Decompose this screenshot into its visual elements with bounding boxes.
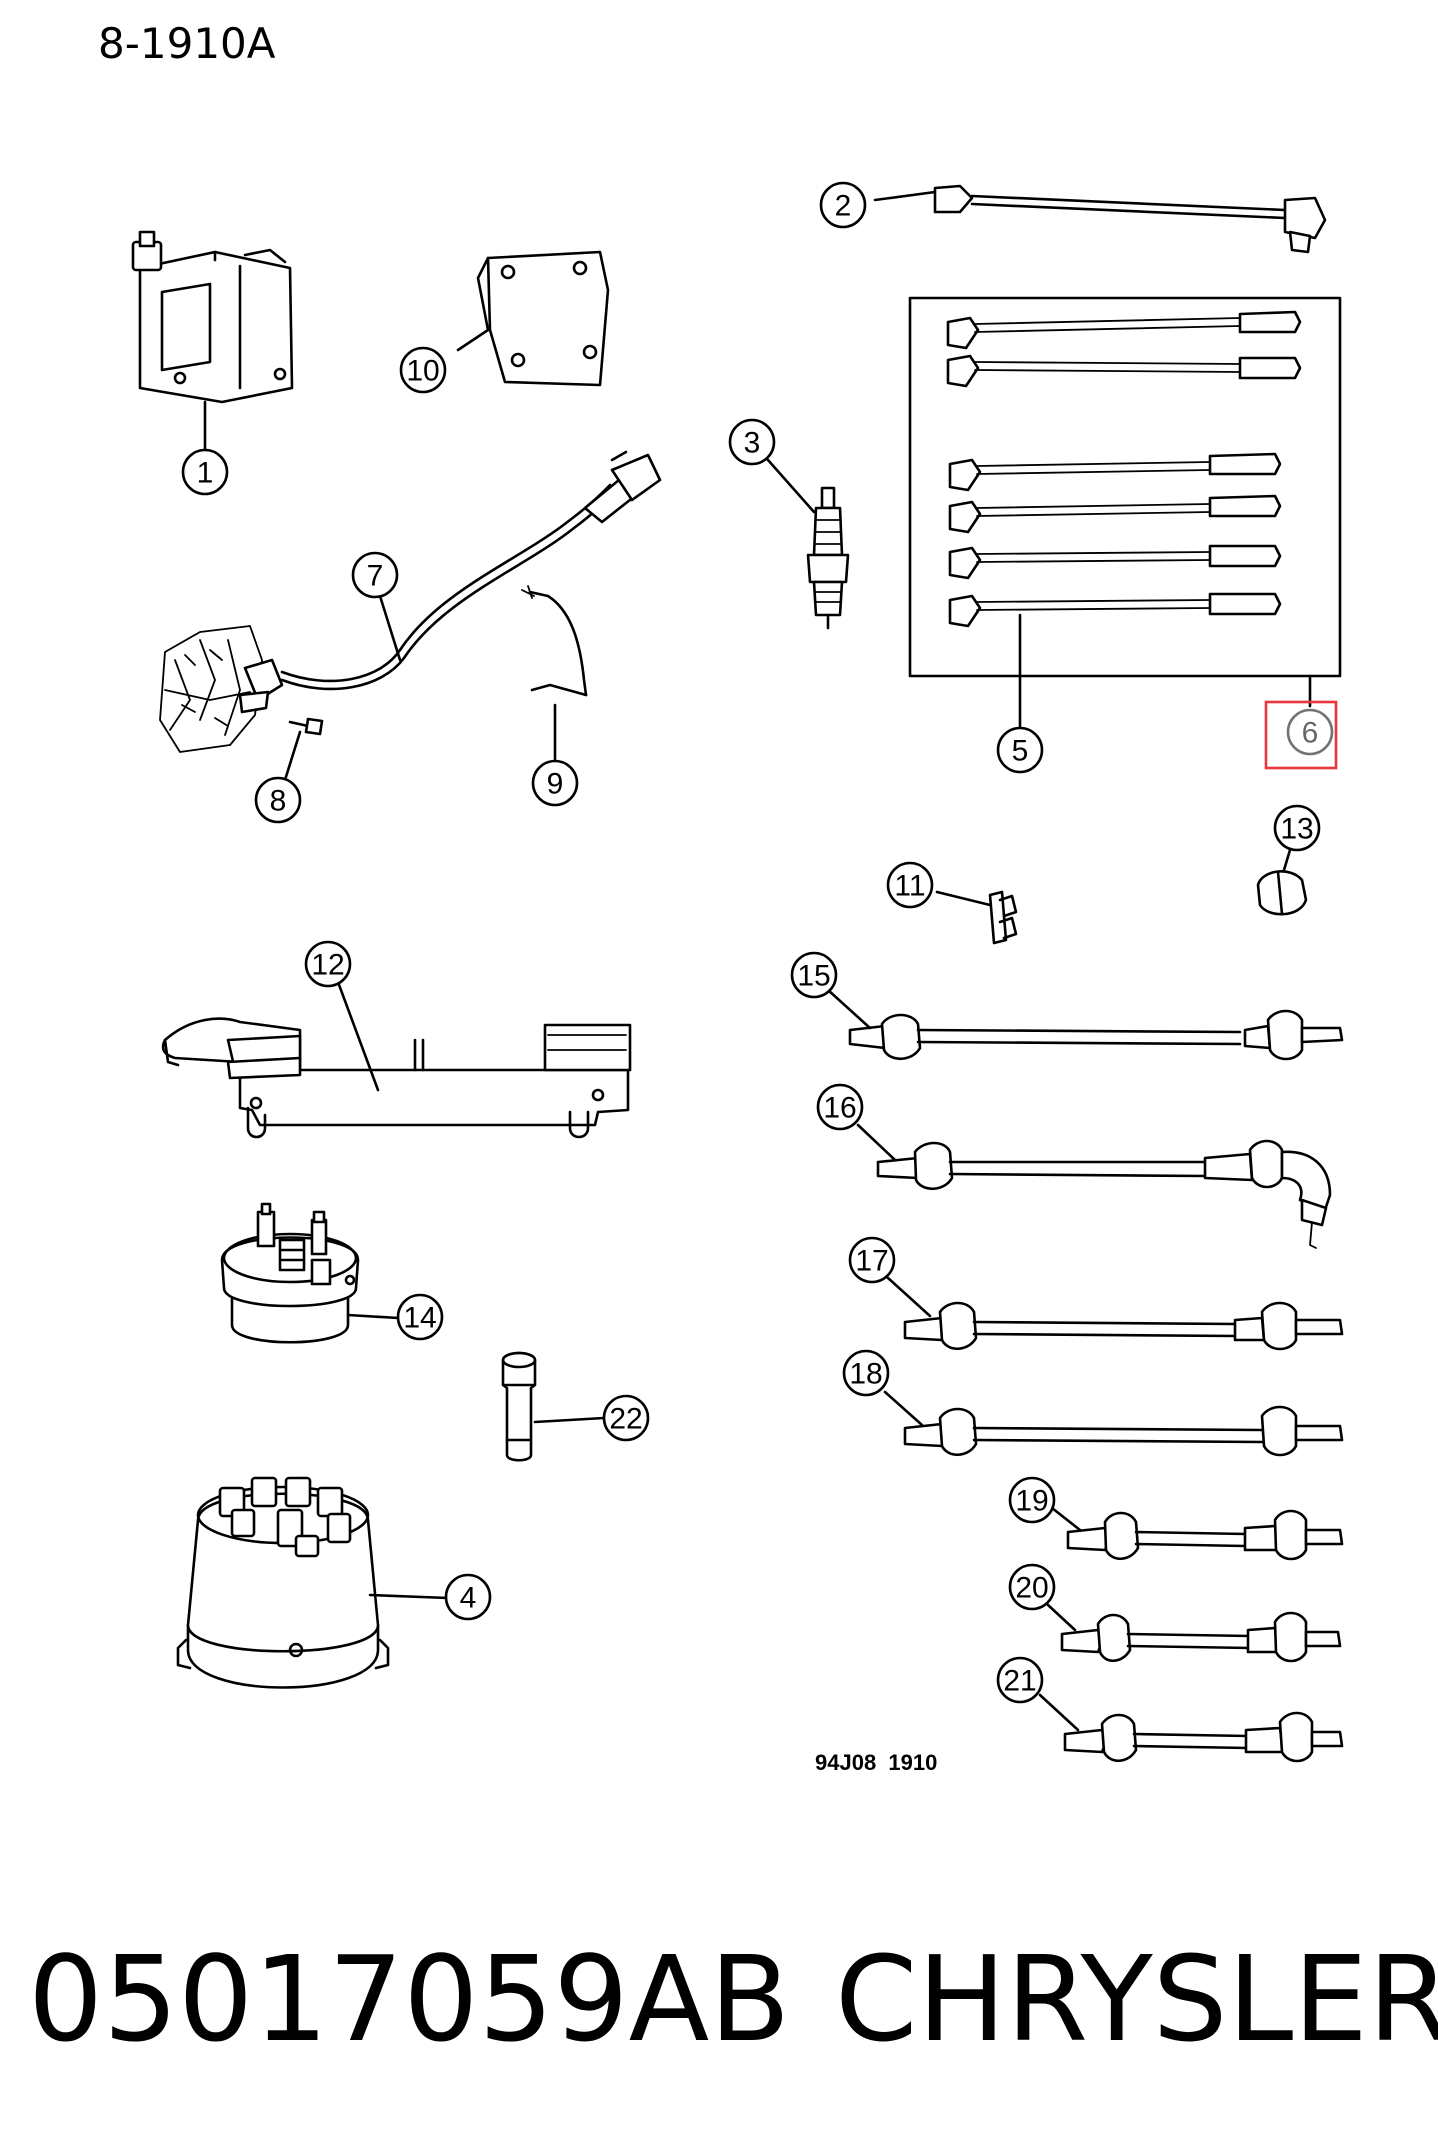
screw-drawing: [283, 717, 324, 782]
diagram-code: 8-1910A: [98, 19, 276, 68]
distributor-shield-drawing: [161, 980, 632, 1139]
spark-plug-drawing: [766, 458, 850, 630]
lead-17-drawing: [886, 1276, 1344, 1351]
callout-17-label: 17: [855, 1245, 888, 1278]
callout-11-label: 11: [894, 870, 925, 903]
callout-3[interactable]: 3: [728, 418, 776, 466]
coil-bracket-drawing: [456, 250, 610, 387]
brand-name: CHRYSLER: [835, 1930, 1438, 2068]
pickup-sensor-drawing: [159, 450, 662, 753]
callout-13-label: 13: [1280, 813, 1313, 846]
callout-7-label: 7: [367, 560, 384, 593]
callout-14[interactable]: 14: [396, 1293, 444, 1341]
callout-12-label: 12: [311, 949, 344, 982]
callout-15[interactable]: 15: [790, 951, 838, 999]
callout-16[interactable]: 16: [816, 1083, 864, 1131]
callout-1-label: 1: [197, 457, 214, 490]
callout-2-label: 2: [835, 190, 852, 223]
callout-17[interactable]: 17: [848, 1236, 896, 1284]
lead-21-drawing: [1038, 1693, 1344, 1763]
callout-20[interactable]: 20: [1008, 1563, 1056, 1611]
callout-19-label: 19: [1015, 1485, 1048, 1518]
lead-20-drawing: [1046, 1603, 1342, 1663]
callout-18-label: 18: [849, 1358, 882, 1391]
lead-15-drawing: [826, 988, 1344, 1061]
ignition-wire-set-drawing: [908, 296, 1342, 732]
ground-wire-drawing: [521, 585, 588, 764]
ignition-coil-drawing: [131, 230, 294, 454]
callout-21-label: 21: [1003, 1665, 1036, 1698]
callout-4-label: 4: [460, 1582, 477, 1615]
callout-9[interactable]: 9: [531, 759, 579, 807]
callout-19[interactable]: 19: [1008, 1476, 1056, 1524]
callout-4[interactable]: 4: [444, 1573, 492, 1621]
callout-1[interactable]: 1: [181, 448, 229, 496]
coil-wire-drawing: [873, 184, 1327, 254]
callout-15-label: 15: [797, 960, 830, 993]
callout-11[interactable]: 11: [886, 861, 934, 909]
callout-8[interactable]: 8: [254, 776, 302, 824]
callout-14-label: 14: [403, 1302, 436, 1335]
lead-16-drawing: [856, 1123, 1332, 1249]
spark-plug-boot-drawing: [1256, 848, 1308, 916]
callout-10-label: 10: [406, 355, 439, 388]
callout-12[interactable]: 12: [304, 940, 352, 988]
callout-13[interactable]: 13: [1273, 804, 1321, 852]
callout-7[interactable]: 7: [351, 551, 399, 599]
callout-22[interactable]: 22: [602, 1394, 650, 1442]
callout-8-label: 8: [270, 785, 287, 818]
lead-19-drawing: [1050, 1506, 1344, 1561]
callout-6[interactable]: 6: [1286, 708, 1334, 756]
callout-5[interactable]: 5: [996, 726, 1044, 774]
callout-16-label: 16: [823, 1092, 856, 1125]
distributor-cap-drawing: [176, 1476, 450, 1689]
figure-code: 94J08 1910: [815, 1750, 937, 1775]
connector-sleeve-drawing: [501, 1351, 606, 1462]
callout-21[interactable]: 21: [996, 1656, 1044, 1704]
callout-6-label: 6: [1302, 717, 1319, 750]
callout-6-highlight: [1264, 700, 1338, 770]
callout-20-label: 20: [1015, 1572, 1048, 1605]
part-number: 05017059AB: [28, 1930, 790, 2068]
callout-2[interactable]: 2: [819, 181, 867, 229]
small-distributor-cap-drawing: [220, 1202, 400, 1344]
wire-clip-drawing: [935, 890, 1018, 945]
callout-10[interactable]: 10: [399, 346, 447, 394]
callout-5-label: 5: [1012, 735, 1029, 768]
lead-18-drawing: [883, 1390, 1344, 1457]
callout-18[interactable]: 18: [842, 1349, 890, 1397]
callout-22-label: 22: [609, 1403, 642, 1436]
callout-3-label: 3: [744, 427, 761, 460]
callout-9-label: 9: [547, 768, 564, 801]
